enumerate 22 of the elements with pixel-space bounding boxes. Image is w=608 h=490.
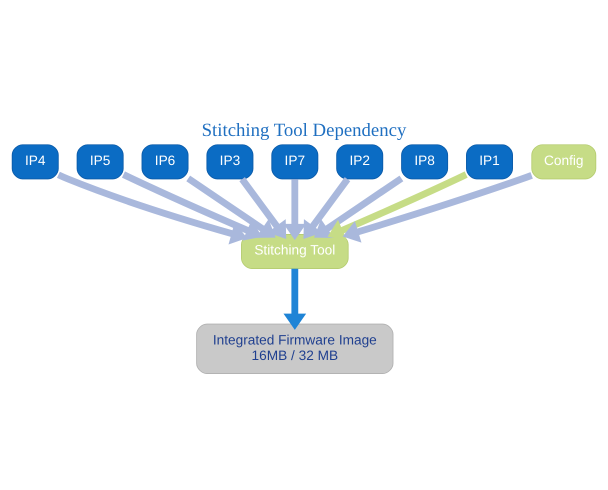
node-box: IP5 bbox=[76, 144, 124, 179]
diagram-title: Stitching Tool Dependency bbox=[202, 119, 406, 140]
node-box: Integrated Firmware Image 16MB / 32 MB bbox=[196, 323, 394, 374]
arrow bbox=[186, 175, 276, 238]
node-box: IP4 bbox=[12, 144, 59, 179]
arrow bbox=[328, 170, 468, 240]
node-box: IP2 bbox=[336, 144, 384, 179]
node-box: IP6 bbox=[142, 144, 189, 179]
arrow bbox=[283, 178, 306, 240]
node-box: Config bbox=[531, 144, 596, 179]
arrow bbox=[57, 171, 248, 244]
node-box: Stitching Tool bbox=[241, 233, 349, 268]
arrow bbox=[314, 175, 404, 238]
arrow bbox=[342, 172, 533, 242]
arrow bbox=[122, 170, 262, 240]
arrow bbox=[283, 268, 306, 330]
node-box: IP8 bbox=[401, 144, 448, 179]
node-box: IP1 bbox=[466, 144, 513, 179]
node-box: IP7 bbox=[271, 144, 318, 179]
arrow bbox=[239, 176, 286, 238]
node-box: IP3 bbox=[206, 144, 254, 179]
arrow bbox=[303, 176, 350, 238]
